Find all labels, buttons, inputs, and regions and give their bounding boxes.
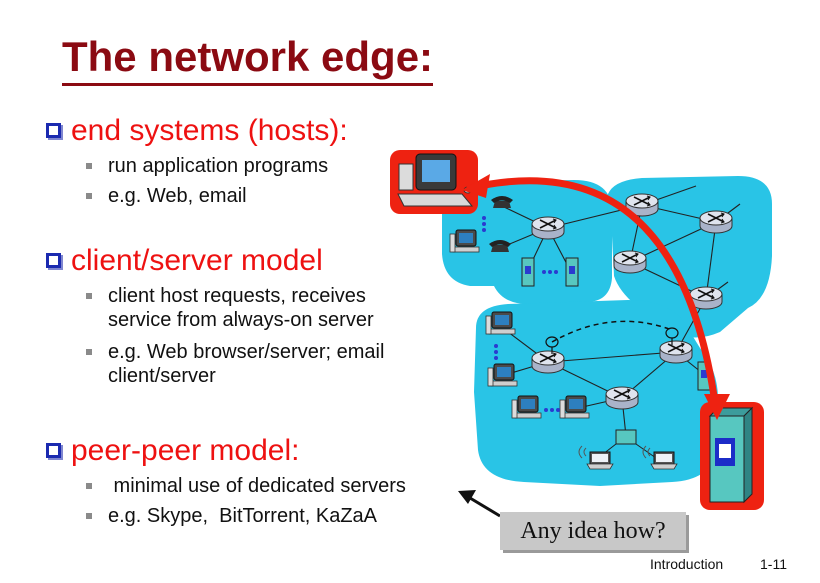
bullet-text: e.g. Web browser/server; email xyxy=(108,341,385,363)
checkbox-icon xyxy=(46,443,61,458)
callout-box: Any idea how? xyxy=(500,512,686,550)
dotted-connection xyxy=(494,344,560,412)
bullet-text: service from always-on server xyxy=(108,309,374,331)
slide-title: The network edge: xyxy=(62,33,434,86)
laptop-icon xyxy=(586,451,614,470)
page-number: 1-11 xyxy=(760,556,787,572)
router-icon xyxy=(613,250,647,274)
router-icon xyxy=(531,350,565,374)
bullet-item: e.g. Web, email xyxy=(86,184,247,208)
footer-label: Introduction xyxy=(650,556,724,572)
bullet-icon xyxy=(86,163,92,169)
bullet-text: e.g. Skype, BitTorrent, KaZaA xyxy=(108,505,378,527)
section-peer-peer: peer-peer model: xyxy=(46,434,299,468)
laptop-icon xyxy=(650,451,678,470)
bullet-text: minimal use of dedicated servers xyxy=(108,475,406,497)
router-icon xyxy=(531,216,565,240)
section-client-server: client/server model xyxy=(46,244,323,278)
section-heading: end systems (hosts): xyxy=(71,114,348,147)
section-end-systems: end systems (hosts): xyxy=(46,114,348,148)
wireless-access-point-icon xyxy=(615,429,637,445)
satellite-dish-icon xyxy=(545,327,679,354)
checkbox-icon xyxy=(46,253,61,268)
bullet-text: client host requests, receives xyxy=(108,285,366,307)
bullet-icon xyxy=(86,193,92,199)
bullet-text: run application programs xyxy=(108,155,329,177)
bullet-item: client host requests, receives service f… xyxy=(86,284,374,332)
router-icon xyxy=(659,340,693,364)
bullet-text: e.g. Web, email xyxy=(108,185,247,207)
desktop-computer-icon xyxy=(397,153,474,207)
client-server-arrow xyxy=(466,177,720,414)
arrow-icon xyxy=(458,490,476,504)
checkbox-icon xyxy=(46,123,61,138)
section-heading: client/server model xyxy=(71,244,323,277)
dotted-connection xyxy=(482,216,558,274)
server-icon xyxy=(521,257,535,287)
bullet-text: client/server xyxy=(108,365,216,387)
bullet-icon xyxy=(86,349,92,355)
section-heading: peer-peer model: xyxy=(71,434,300,467)
server-icon xyxy=(708,406,754,504)
enterprise-network-region xyxy=(474,300,719,486)
router-icon xyxy=(605,386,639,410)
bullet-icon xyxy=(86,483,92,489)
bullet-icon xyxy=(86,293,92,299)
bullet-item: run application programs xyxy=(86,154,328,178)
bullet-item: e.g. Web browser/server; email client/se… xyxy=(86,340,384,388)
router-icon xyxy=(699,210,733,234)
arrow-icon xyxy=(704,394,730,420)
server-icon xyxy=(565,257,579,287)
bullet-item: minimal use of dedicated servers xyxy=(86,474,406,498)
bullet-icon xyxy=(86,513,92,519)
arrow-icon xyxy=(462,174,490,198)
bullet-item: e.g. Skype, BitTorrent, KaZaA xyxy=(86,504,377,528)
